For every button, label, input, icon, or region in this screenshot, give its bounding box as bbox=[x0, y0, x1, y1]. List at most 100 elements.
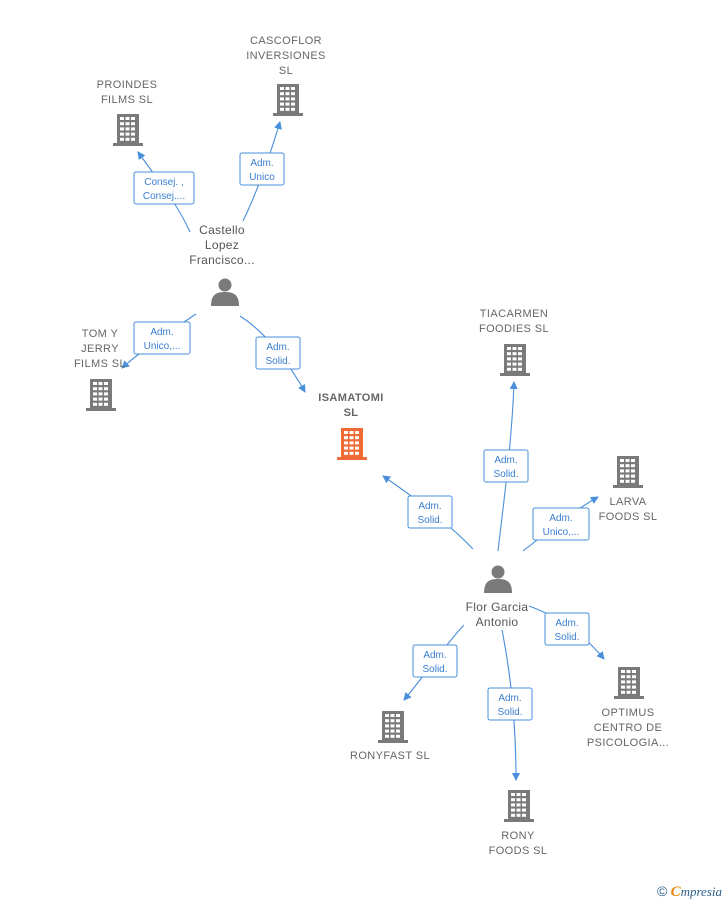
building-window bbox=[511, 803, 515, 807]
company-node-ronyfoods[interactable]: RONY FOODS SL bbox=[489, 790, 548, 857]
building-window bbox=[125, 132, 130, 136]
role-badge[interactable] bbox=[544, 612, 590, 646]
building-window bbox=[632, 680, 636, 684]
role-badge[interactable] bbox=[133, 171, 195, 205]
building-window bbox=[625, 459, 630, 462]
building-window bbox=[511, 808, 515, 812]
building-window bbox=[125, 137, 130, 141]
person-node-castello[interactable]: CastelloLopezFrancisco... bbox=[189, 223, 255, 306]
node-label-line: FILMS SL bbox=[74, 358, 126, 370]
role-badge-text: Adm. bbox=[423, 650, 446, 661]
building-window bbox=[512, 367, 517, 371]
role-badge-text: Adm. bbox=[549, 513, 572, 524]
role-badge[interactable] bbox=[487, 687, 533, 721]
building-window bbox=[104, 397, 108, 401]
building-window bbox=[291, 87, 295, 90]
node-label-line: Lopez bbox=[205, 238, 239, 252]
building-base bbox=[500, 373, 530, 376]
role-badge-text: Adm. bbox=[555, 618, 578, 629]
building-window bbox=[620, 474, 624, 478]
edge-flor-tiacarmen: Adm. Solid. bbox=[483, 381, 529, 552]
building-window bbox=[626, 675, 631, 679]
building-window bbox=[280, 87, 284, 90]
role-badge[interactable] bbox=[532, 507, 590, 541]
role-badge[interactable] bbox=[412, 644, 458, 678]
building-icon bbox=[613, 456, 643, 488]
building-window bbox=[291, 92, 295, 96]
building-window bbox=[125, 117, 130, 120]
building-window bbox=[512, 347, 517, 350]
company-node-isamatomi[interactable]: ISAMATOMI SL bbox=[318, 392, 384, 460]
building-window bbox=[285, 102, 290, 106]
building-window bbox=[131, 117, 135, 120]
role-badge[interactable] bbox=[133, 321, 191, 355]
node-label-line: SL bbox=[279, 65, 293, 77]
building-window bbox=[390, 729, 395, 733]
node-label-line: Antonio bbox=[476, 615, 519, 629]
building-window bbox=[120, 122, 124, 126]
building-window bbox=[125, 127, 130, 131]
node-label-line: INVERSIONES bbox=[246, 50, 326, 62]
role-badge-text: Solid. bbox=[493, 469, 518, 480]
building-window bbox=[631, 464, 635, 468]
building-window bbox=[625, 474, 630, 478]
building-window bbox=[516, 798, 521, 802]
building-window bbox=[120, 132, 124, 136]
node-label-line: PSICOLOGIA... bbox=[587, 737, 669, 749]
building-window bbox=[396, 729, 400, 733]
building-window bbox=[385, 724, 389, 728]
building-window bbox=[522, 803, 526, 807]
building-window bbox=[104, 402, 108, 406]
node-label-line: CASCOFLOR bbox=[250, 35, 322, 47]
building-icon bbox=[614, 667, 644, 699]
node-label-line: ISAMATOMI bbox=[318, 392, 384, 404]
building-window bbox=[620, 464, 624, 468]
building-window bbox=[355, 431, 359, 434]
company-node-ronyfast[interactable]: RONYFAST SL bbox=[350, 711, 430, 762]
building-window bbox=[518, 352, 522, 356]
role-badge-text: Adm. bbox=[150, 327, 173, 338]
building-base bbox=[614, 696, 644, 699]
role-badge-text: Adm. bbox=[494, 455, 517, 466]
node-label-line: SL bbox=[344, 407, 359, 419]
role-badge-text: Adm. bbox=[418, 501, 441, 512]
building-icon bbox=[378, 711, 408, 743]
edge-flor-isamatomi: Adm.Solid. bbox=[382, 475, 474, 550]
role-badge-text: Solid. bbox=[422, 664, 447, 675]
building-base bbox=[337, 457, 367, 460]
building-window bbox=[626, 690, 631, 694]
role-badge[interactable] bbox=[483, 449, 529, 483]
building-window bbox=[131, 127, 135, 131]
edge-castello-isamatomi: Adm.Solid. bbox=[239, 315, 306, 393]
building-window bbox=[349, 441, 354, 445]
building-window bbox=[632, 690, 636, 694]
role-badge[interactable] bbox=[239, 152, 285, 186]
building-window bbox=[507, 367, 511, 371]
building-window bbox=[385, 734, 389, 738]
building-base bbox=[613, 485, 643, 488]
building-window bbox=[518, 347, 522, 350]
building-window bbox=[355, 451, 359, 455]
role-badge[interactable] bbox=[407, 495, 453, 529]
building-window bbox=[518, 367, 522, 371]
node-label-line: FOODS SL bbox=[489, 845, 548, 857]
building-window bbox=[396, 734, 400, 738]
node-label-line: RONY bbox=[501, 830, 535, 842]
building-icon bbox=[500, 344, 530, 376]
role-badge-text: Solid. bbox=[265, 356, 290, 367]
person-head bbox=[491, 565, 505, 579]
building-window bbox=[390, 719, 395, 723]
building-window bbox=[390, 724, 395, 728]
building-window bbox=[385, 719, 389, 723]
building-window bbox=[104, 382, 108, 385]
building-window bbox=[621, 680, 625, 684]
building-window bbox=[516, 808, 521, 812]
role-badge[interactable] bbox=[255, 336, 301, 370]
company-node-cascoflor[interactable]: CASCOFLOR INVERSIONES SL bbox=[246, 35, 326, 116]
